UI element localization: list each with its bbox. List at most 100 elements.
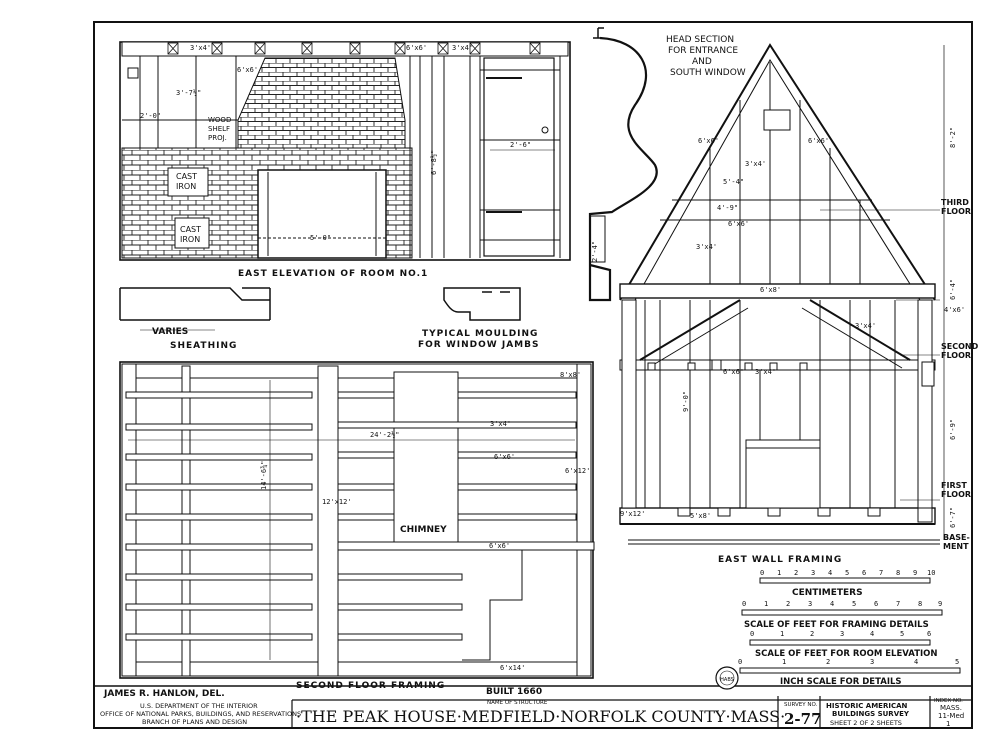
second-floor-framing-caption: SECOND FLOOR FRAMING [296,681,445,691]
basement-line2: MENT [943,542,969,551]
framing-scale-label: SCALE OF FEET FOR FRAMING DETAILS [744,620,929,630]
varies-label: VARIES [152,327,188,337]
dim-e8: 5'-0" [310,234,331,242]
dim-f6: 14'-6¾" [260,460,268,490]
cm-tick-4: 4 [828,569,832,577]
cast-iron-2-line1: CAST [180,225,201,234]
sheathing-label: SHEATHING [170,341,237,351]
scale-ticks: 0 1 2 3 4 5 6 7 8 9 10 0 1 2 3 4 5 6 7 8… [738,569,959,666]
habs-line1: HISTORIC AMERICAN [826,702,908,710]
dim-e9: 2'-0" [140,112,161,120]
dim-e6: 6'-8½" [430,150,438,175]
ft-tick-6: 6 [874,600,878,608]
dim-w14: 5'x8' [690,512,711,520]
first-floor-line2: FLOOR [941,490,971,499]
east-elevation: CAST IRON CAST IRON WOOD SHELF PROJ. 3'x… [119,41,571,261]
moulding-line2: FOR WINDOW JAMBS [418,340,539,350]
survey-label: SURVEY NO. [784,702,818,708]
ft-tick-0: 0 [742,600,746,608]
sheathing-detail [119,287,271,331]
head-section-profile: 2'-4" [588,27,658,302]
survey-no: 2-77 [784,710,822,728]
ft-tick-5: 5 [852,600,856,608]
dim-e4: 6'x6' [406,44,427,52]
room-tick-6: 6 [927,630,931,638]
room-tick-4: 4 [870,630,874,638]
second-floor-line1: SECOND [941,342,979,351]
fireplace-opening [257,169,387,259]
dim-w8: 6'x8' [760,286,781,294]
cm-tick-1: 1 [777,569,781,577]
third-floor-line1: THIRD [941,198,969,207]
cm-tick-2: 2 [794,569,798,577]
dim-w18: 6'-7" [949,507,957,528]
room-tick-5: 5 [900,630,904,638]
chimney-label: CHIMNEY [400,525,447,535]
ft-tick-7: 7 [896,600,900,608]
ft-tick-1: 1 [764,600,768,608]
east-elevation-caption: EAST ELEVATION OF ROOM NO.1 [238,269,428,279]
second-floor-line2: FLOOR [941,351,971,360]
inch-tick-3: 3 [870,658,874,666]
dim-f1: 8'x8' [560,371,581,379]
door-hinges [486,77,522,213]
room-tick-0: 0 [750,630,754,638]
door-latch [541,126,549,134]
inch-tick-4: 4 [914,658,918,666]
cm-tick-7: 7 [879,569,883,577]
centimeters-label: CENTIMETERS [792,588,863,598]
dim-e3: 3'x4' [452,44,473,52]
room-tick-1: 1 [780,630,784,638]
head-section-line4: SOUTH WINDOW [670,68,746,78]
east-wall-framing-caption: EAST WALL FRAMING [718,555,842,565]
cm-tick-9: 9 [913,569,917,577]
wood-shelf-line1: WOOD [208,116,231,124]
dim-e5: 2'-6" [510,141,531,149]
inch-scale-label: INCH SCALE FOR DETAILS [780,677,902,687]
cast-iron-1-line1: CAST [176,172,197,181]
index-no-line3: 1 [946,720,950,728]
built-date: BUILT 1660 [486,687,542,697]
dim-w11: 3'x4' [755,368,776,376]
dim-w16: 6'-4" [949,279,957,300]
inch-tick-2: 2 [826,658,830,666]
wood-shelf-line2: SHELF [208,125,230,133]
agency-line1: U.S. DEPARTMENT OF THE INTERIOR [140,702,258,710]
cast-iron-1-line2: IRON [176,182,196,191]
first-floor-line1: FIRST [941,481,967,490]
door [483,57,555,257]
dim-w12: 9'-0" [682,391,690,412]
room-tick-3: 3 [840,630,844,638]
dim-w5: 4'-9" [717,204,738,212]
title-block [291,696,972,728]
inch-tick-1: 1 [782,658,786,666]
head-section-line2: FOR ENTRANCE [668,46,738,56]
index-no-line1: MASS. [940,704,962,712]
inch-tick-0: 0 [738,658,742,666]
cm-tick-0: 0 [760,569,764,577]
dim-w2: 6'x6' [808,137,829,145]
dim-f8: 6'x6' [489,542,510,550]
dim-f5: 6'x12' [565,467,590,475]
dim-w17: 6'-9" [949,419,957,440]
dim-f4: 6'x6' [494,453,515,461]
index-label: INDEX NO. [934,698,963,704]
sheet-info: SHEET 2 OF 2 SHEETS [830,719,902,727]
dim-f7: 12'x12' [322,498,352,506]
structure-title: ·THE PEAK HOUSE·MEDFIELD·NORFOLK COUNTY·… [296,707,785,726]
delineator: JAMES R. HANLON, DEL. [103,689,225,699]
agency-line2: OFFICE OF NATIONAL PARKS, BUILDINGS, AND… [100,710,301,718]
dim-w3: 3'x4' [745,160,766,168]
head-section-line1: HEAD SECTION [666,35,734,45]
dim-f9: 6'x14' [500,664,525,672]
scale-bars [739,577,961,674]
ft-tick-9: 9 [938,600,942,608]
dim-f2: 3'x4' [490,420,511,428]
third-floor-line2: FLOOR [941,207,971,216]
dim-e2: 6'x6' [237,66,258,74]
dim-e7: 3'-7½" [176,89,201,97]
dim-w1: 6'x6' [698,137,719,145]
seal-text: HABS [720,677,734,683]
dim-w13: 9'x12' [620,510,645,518]
